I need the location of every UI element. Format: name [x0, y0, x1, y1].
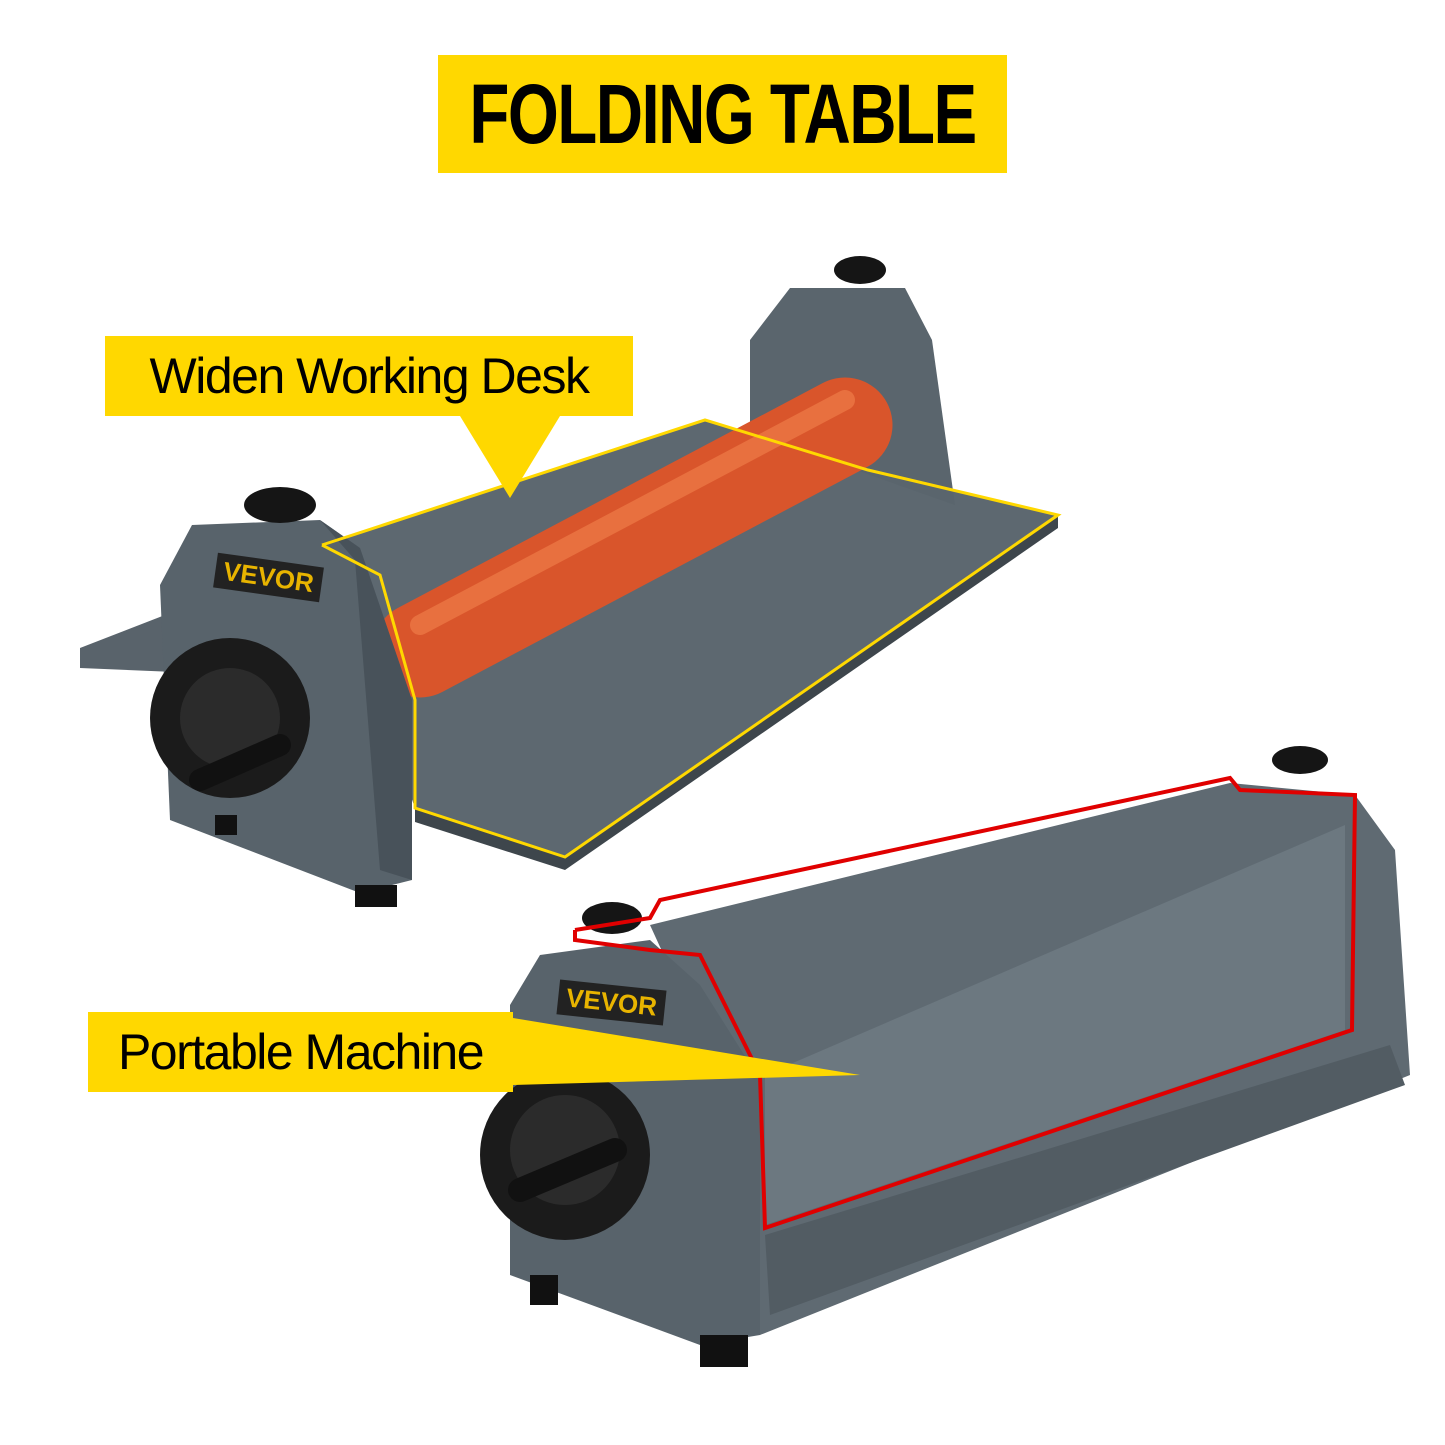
working-desk	[322, 420, 1058, 857]
knob-icon	[834, 256, 886, 284]
handwheel-hub	[180, 668, 280, 768]
left-housing-side	[320, 520, 412, 880]
callout-widen-working-desk: Widen Working Desk	[105, 336, 633, 416]
callout-pointer-1	[460, 416, 560, 498]
knob-icon	[1272, 746, 1328, 774]
base-front	[765, 1045, 1405, 1315]
desk-edge	[415, 515, 1058, 870]
foot	[355, 885, 397, 907]
machine-folded	[480, 746, 1410, 1367]
callout-portable-machine: Portable Machine	[88, 1012, 513, 1092]
foot	[215, 815, 237, 835]
left-table-shelf	[80, 615, 175, 672]
knob-icon	[244, 487, 316, 523]
foot	[700, 1335, 748, 1367]
callout-label: Widen Working Desk	[149, 348, 590, 404]
crank-handle	[508, 1138, 627, 1202]
callout-pointer-2	[513, 1018, 860, 1085]
folded-table-face	[765, 825, 1345, 1225]
machine-with-table	[80, 256, 1062, 907]
folded-table-highlight-outline	[573, 775, 1358, 1231]
callout-label: Portable Machine	[117, 1024, 485, 1080]
title-text: FOLDING TABLE	[469, 66, 977, 161]
page-title: FOLDING TABLE	[438, 55, 1007, 173]
foot	[530, 1275, 558, 1305]
roller	[372, 377, 893, 698]
roller-highlight	[410, 390, 855, 635]
crank-handle	[189, 734, 291, 791]
desk-highlight-outline	[321, 418, 1062, 859]
